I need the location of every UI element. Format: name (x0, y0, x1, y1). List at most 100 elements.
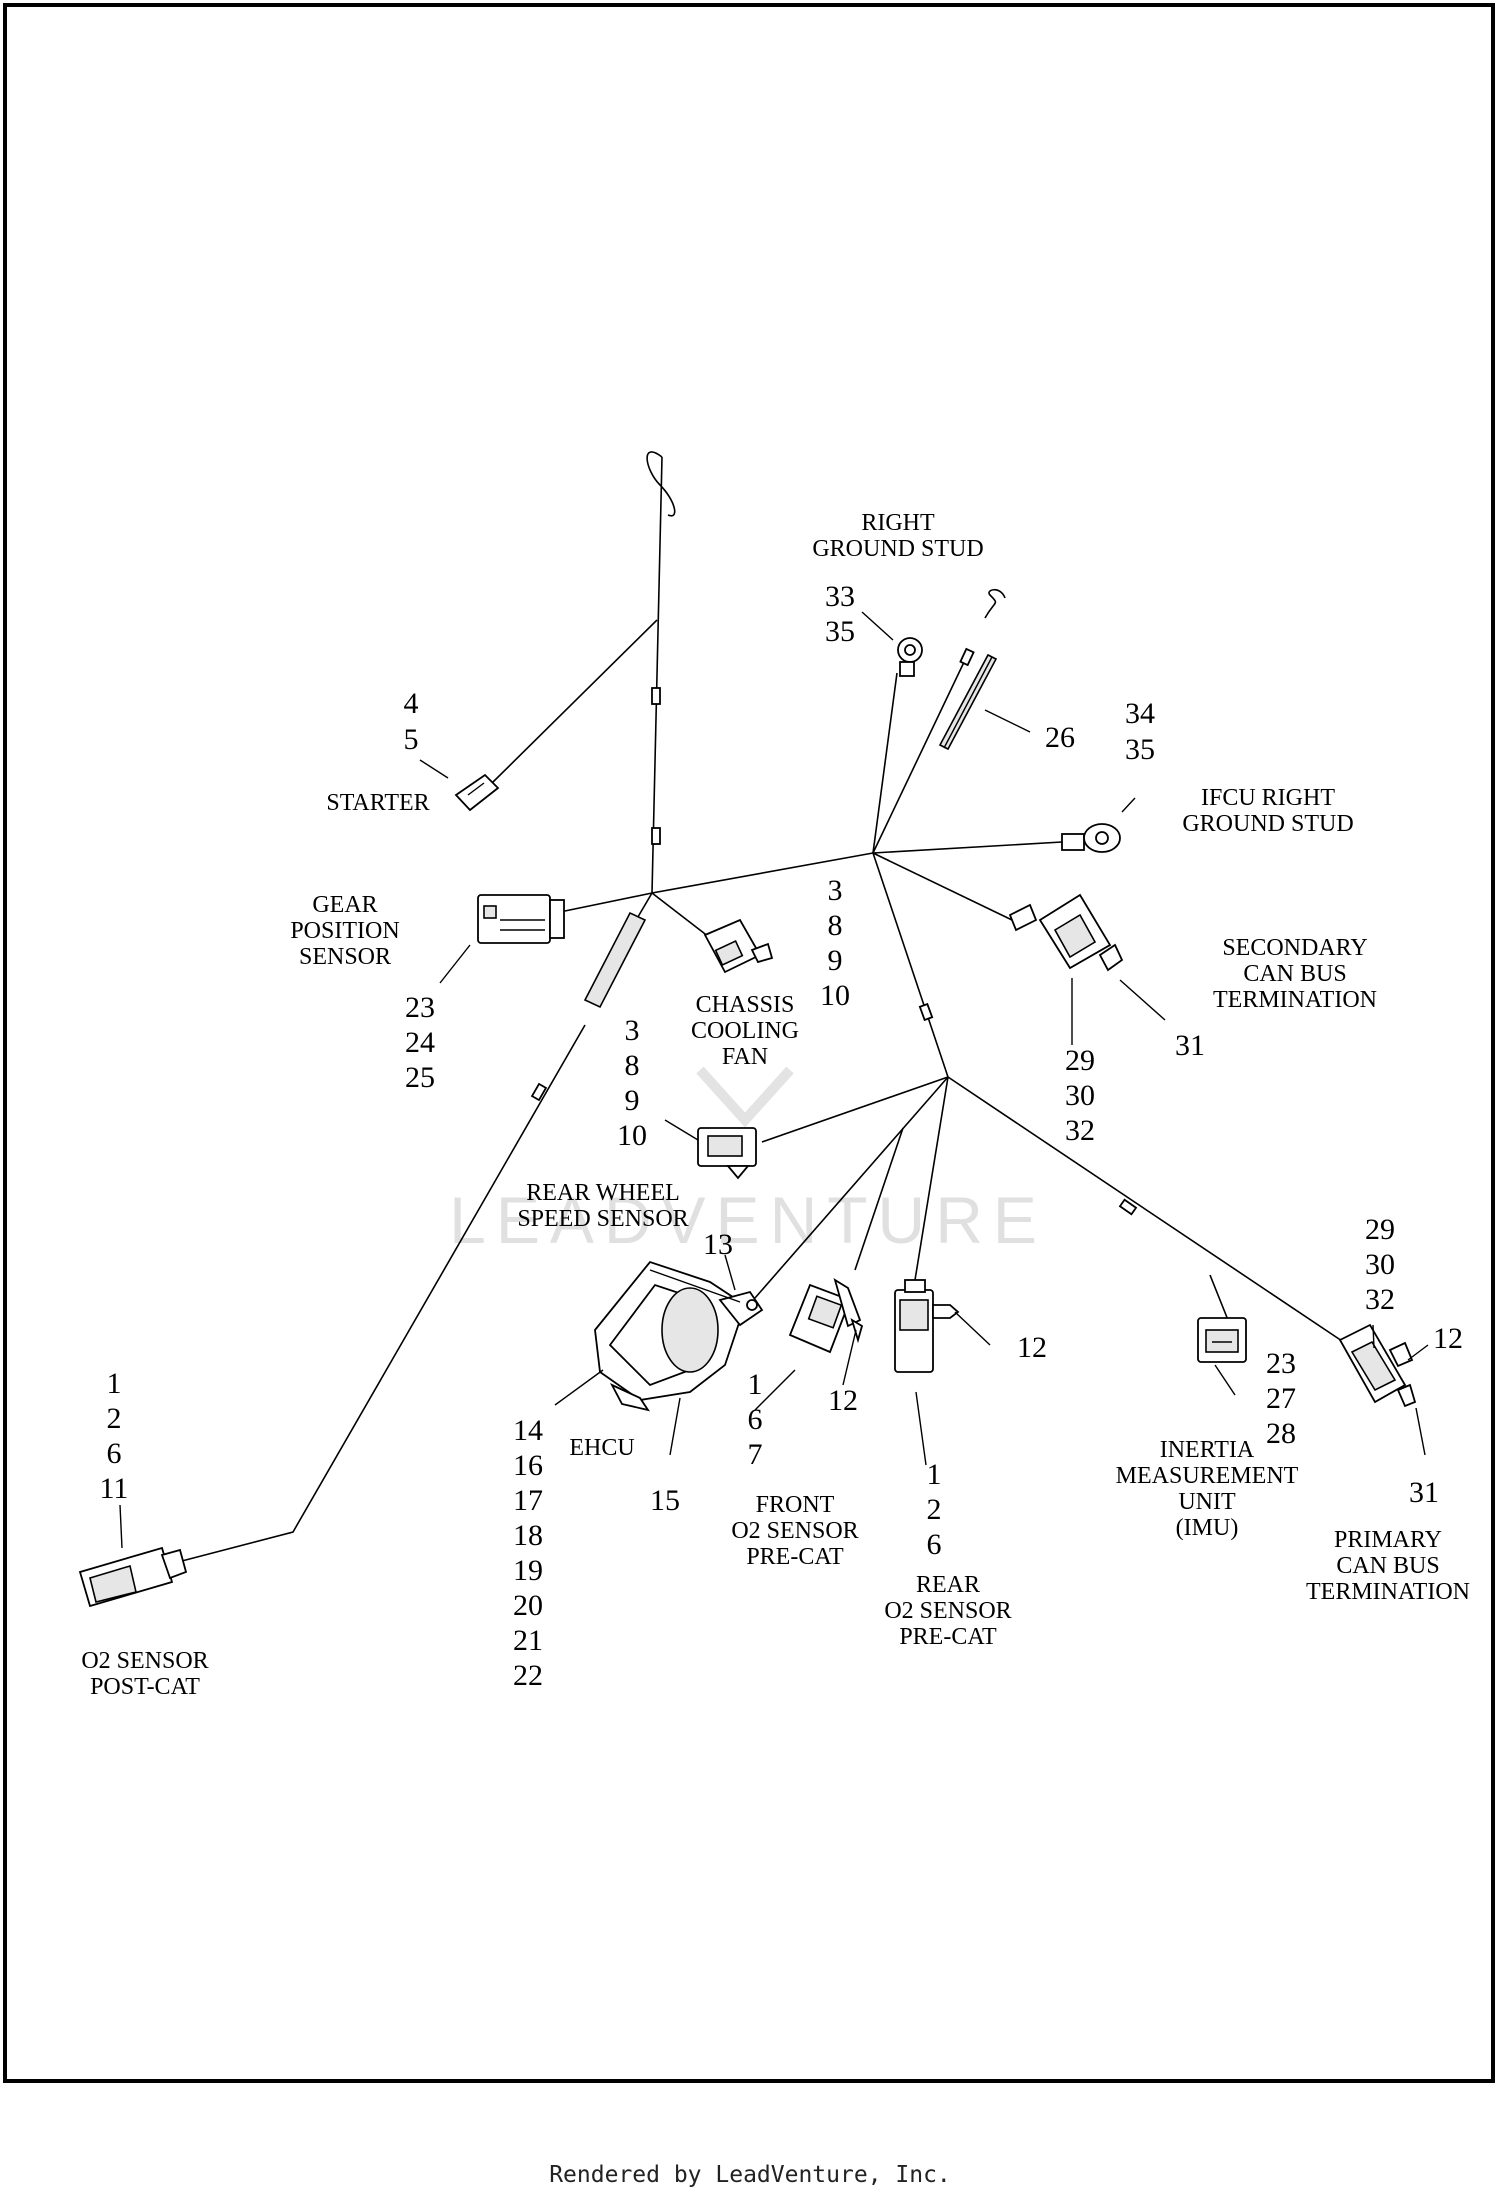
callout-wire-clip-0: 26 (1045, 721, 1075, 754)
wire-clip (651, 827, 661, 845)
label-secondary-2: CAN BUS (1243, 961, 1346, 987)
callout-o2-post-1: 2 (107, 1402, 122, 1435)
callout-chassis-fan-1: 8 (828, 909, 843, 942)
callout-ehcu-5: 20 (513, 1589, 543, 1622)
callout-ehcu-6: 21 (513, 1624, 543, 1657)
callout-secondary-can-2: 32 (1065, 1114, 1095, 1147)
callout-fan-connector-2-0: 3 (625, 1014, 640, 1047)
callout-ehcu-15-0: 15 (650, 1484, 680, 1517)
callout-secondary-term-0: 31 (1175, 1029, 1205, 1062)
label-o2-post-2: POST-CAT (90, 1674, 200, 1700)
callout-rear-o2-12-0: 12 (1017, 1331, 1047, 1364)
label-primary-2: CAN BUS (1336, 1553, 1439, 1579)
imu-connector (1197, 1317, 1247, 1363)
callout-right-ground-stud-0: 33 (825, 580, 855, 613)
fan-connector-2 (697, 1127, 757, 1180)
callout-starter-1: 5 (404, 723, 419, 756)
callout-ehcu-3: 18 (513, 1519, 543, 1552)
label-imu-3: UNIT (1178, 1489, 1236, 1515)
callout-secondary-can-1: 30 (1065, 1079, 1095, 1112)
callout-wheel-speed-0: 13 (703, 1228, 733, 1261)
callout-gear-position-0: 23 (405, 991, 435, 1024)
callout-imu-0: 23 (1266, 1347, 1296, 1380)
wire-clip (651, 687, 661, 705)
ehcu-unit (594, 1260, 764, 1412)
front-o2-wire-2 (854, 1127, 904, 1271)
right-ground-ring-terminal (897, 637, 923, 677)
label-right-ground-stud-2: GROUND STUD (812, 536, 983, 562)
right-ground-wire (872, 672, 898, 854)
callout-fan-connector-2-2: 9 (625, 1084, 640, 1117)
label-fan-3: FAN (722, 1044, 768, 1070)
label-front-o2-3: PRE-CAT (746, 1544, 844, 1570)
callout-primary-can-2: 32 (1365, 1283, 1395, 1316)
callout-fan-connector-2-1: 8 (625, 1049, 640, 1082)
callout-ehcu-0: 14 (513, 1414, 543, 1447)
wire-clip (959, 647, 975, 667)
starter-wire (491, 619, 658, 784)
starter-terminal (454, 773, 500, 812)
wheel-speed-fan2-wire (761, 1076, 949, 1143)
callout-primary-term-0: 31 (1409, 1476, 1439, 1509)
callout-ehcu-1: 16 (513, 1449, 543, 1482)
label-imu-2: MEASUREMENT (1116, 1463, 1299, 1489)
front-o2-connector (788, 1278, 864, 1354)
o2-post-cat-wire-2 (177, 1024, 586, 1563)
o2-post-cat-connector (78, 1546, 188, 1608)
label-wheel-speed-1: REAR WHEEL (526, 1180, 680, 1206)
label-gear-1: GEAR (312, 892, 377, 918)
callout-primary-can-1: 30 (1365, 1248, 1395, 1281)
label-primary-3: TERMINATION (1306, 1579, 1470, 1605)
label-right-ground-stud-1: RIGHT (861, 510, 935, 536)
wire-clip (1118, 1198, 1138, 1216)
label-imu-1: INERTIA (1160, 1437, 1255, 1463)
callout-ehcu-7: 22 (513, 1659, 543, 1692)
center-cross-wire (651, 852, 874, 894)
ifcu-ring-terminal (1061, 823, 1121, 853)
down-trunk-wire (872, 852, 949, 1078)
watermark-text: LEADVENTURE (449, 1183, 1047, 1257)
callout-front-o2-0: 1 (748, 1368, 763, 1401)
label-fan-1: CHASSIS (696, 992, 795, 1018)
component-labels: RIGHT GROUND STUD STARTER IFCU RIGHT GRO… (81, 510, 1470, 1700)
callout-o2-post-0: 1 (107, 1367, 122, 1400)
callout-ehcu-4: 19 (513, 1554, 543, 1587)
front-o2-wire (754, 1076, 949, 1299)
watermark: LEADVENTURE (449, 1066, 1047, 1257)
callout-primary-can-0: 29 (1365, 1213, 1395, 1246)
primary-can-termination (1338, 1323, 1417, 1408)
gear-position-connector (477, 894, 565, 944)
callout-ifcu-ground-1: 35 (1125, 733, 1155, 766)
callout-gear-position-2: 25 (405, 1061, 435, 1094)
label-gear-2: POSITION (290, 918, 399, 944)
label-front-o2-2: O2 SENSOR (731, 1518, 858, 1544)
wire-clip (918, 1002, 934, 1022)
secondary-can-wire (872, 852, 1013, 921)
callout-o2-post-2: 6 (107, 1437, 122, 1470)
callout-chassis-fan-3: 10 (820, 979, 850, 1012)
diagram-frame (3, 3, 1495, 2083)
callout-gear-position-1: 24 (405, 1026, 435, 1059)
label-gear-3: SENSOR (299, 944, 391, 970)
leader-lines (119, 611, 1429, 1549)
label-imu-4: (IMU) (1176, 1515, 1239, 1541)
callout-imu-2: 28 (1266, 1417, 1296, 1450)
callout-rear-o2-2: 6 (927, 1528, 942, 1561)
label-secondary-3: TERMINATION (1213, 987, 1377, 1013)
label-front-o2-1: FRONT (756, 1492, 835, 1518)
callout-rear-o2-0: 1 (927, 1458, 942, 1491)
wiring-harness-diagram: LEADVENTURE (78, 451, 1470, 1700)
label-ehcu: EHCU (569, 1435, 634, 1461)
callout-fan-connector-2-3: 10 (617, 1119, 647, 1152)
rear-o2-wire (914, 1076, 949, 1281)
label-o2-post-1: O2 SENSOR (81, 1648, 208, 1674)
main-trunk-wire (651, 456, 663, 894)
secondary-can-termination (1008, 893, 1124, 972)
upper-break-wire (984, 588, 1006, 619)
harness-clip-26 (938, 653, 998, 751)
callout-chassis-fan-2: 9 (828, 944, 843, 977)
label-ifcu-1: IFCU RIGHT (1201, 785, 1335, 811)
label-secondary-1: SECONDARY (1222, 935, 1367, 961)
gear-wire (559, 892, 653, 913)
top-break-wire (646, 451, 676, 517)
